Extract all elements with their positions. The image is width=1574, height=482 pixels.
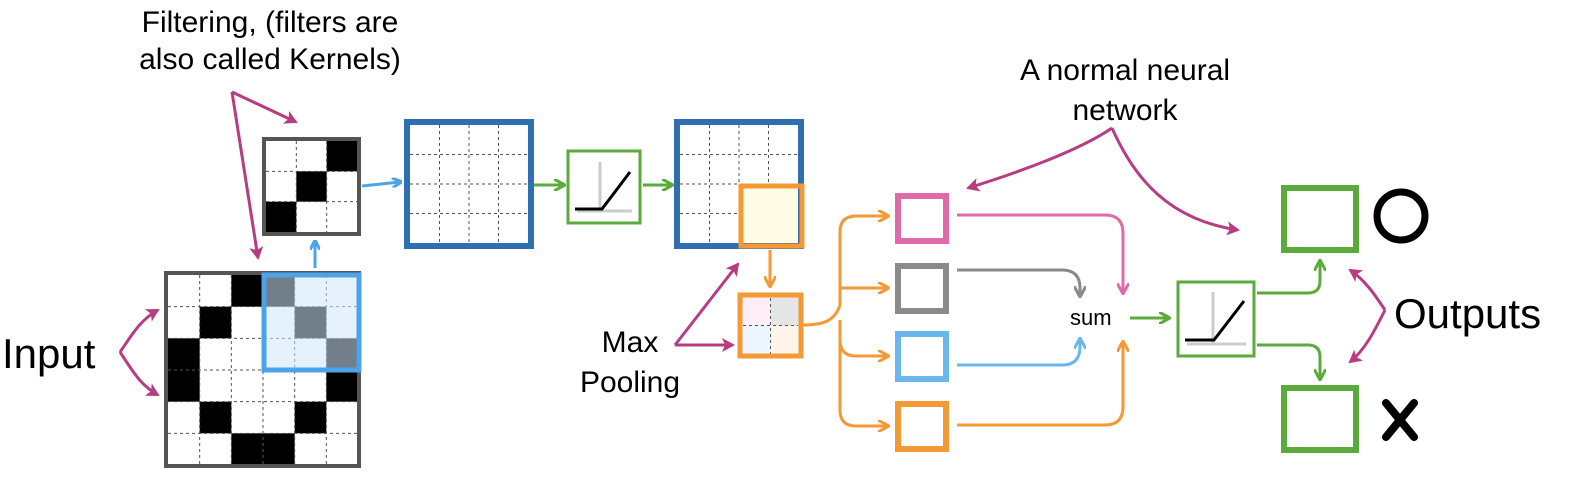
input-label: Input xyxy=(2,330,96,377)
input-cell-filled xyxy=(231,275,263,307)
filter-cell-filled xyxy=(326,141,357,172)
filtering-label: Filtering, (filters are also called Kern… xyxy=(95,4,445,78)
normal-nn-label: A normal neural network xyxy=(985,51,1265,131)
nn-input-node-lightblue xyxy=(895,331,949,382)
pooled-map xyxy=(737,292,804,359)
normal-nn-label-line1: A normal neural xyxy=(1019,54,1231,87)
nn-input-node-gray xyxy=(895,263,949,314)
pink-node-to-sum xyxy=(957,213,1123,292)
max-pooling-label: Max Pooling xyxy=(560,323,700,403)
input-cell-filled xyxy=(168,338,200,370)
max-pooling-label-line2: Pooling xyxy=(579,366,681,399)
circle-icon xyxy=(1373,188,1429,244)
output-node-x xyxy=(1281,385,1359,453)
filter-to-featuremap-arrow xyxy=(361,182,400,186)
gray-node-to-sum xyxy=(957,268,1080,295)
relu-box xyxy=(566,149,642,225)
nn-input-node-orange xyxy=(895,401,949,452)
annotation-arrows xyxy=(118,90,1387,397)
output-relu-box xyxy=(1176,280,1256,358)
lightblue-node-to-sum xyxy=(957,340,1080,367)
input-cell-filled xyxy=(199,306,232,339)
input-cell-filled xyxy=(199,401,232,434)
input-cell-filled xyxy=(231,433,263,465)
filter-cell-filled xyxy=(296,171,327,202)
nn-input-node-pink xyxy=(895,193,949,244)
filter-cell-filled xyxy=(266,201,297,232)
filter-kernel-grid xyxy=(266,141,357,232)
filter-kernel-border xyxy=(262,137,361,236)
input-cell-filled xyxy=(168,370,200,402)
pool-window-fill xyxy=(741,186,802,246)
filtering-label-line1: Filtering, (filters are xyxy=(141,6,399,39)
pool-window-highlight xyxy=(738,183,805,249)
outputs-label: Outputs xyxy=(1394,290,1542,337)
pooled-to-nodes-arrows xyxy=(802,216,887,426)
sum-label: sum xyxy=(1070,305,1112,330)
orange-node-to-sum xyxy=(957,343,1123,427)
relu-to-output-o-arrow xyxy=(1257,262,1320,295)
input-cell-filled xyxy=(326,370,358,402)
input-cell-filled xyxy=(263,433,295,465)
normal-nn-label-line2: network xyxy=(1072,94,1178,127)
feature-map-border xyxy=(404,119,534,249)
max-pooling-label-line1: Max xyxy=(601,326,659,359)
input-cell-filled xyxy=(294,401,327,434)
x-icon xyxy=(1382,399,1418,441)
filter-window-highlight xyxy=(261,272,362,373)
relu-to-output-x-arrow xyxy=(1257,343,1320,378)
output-node-o xyxy=(1281,185,1359,253)
feature-map-grid xyxy=(410,125,528,243)
filtering-label-line2: also called Kernels) xyxy=(139,43,401,76)
